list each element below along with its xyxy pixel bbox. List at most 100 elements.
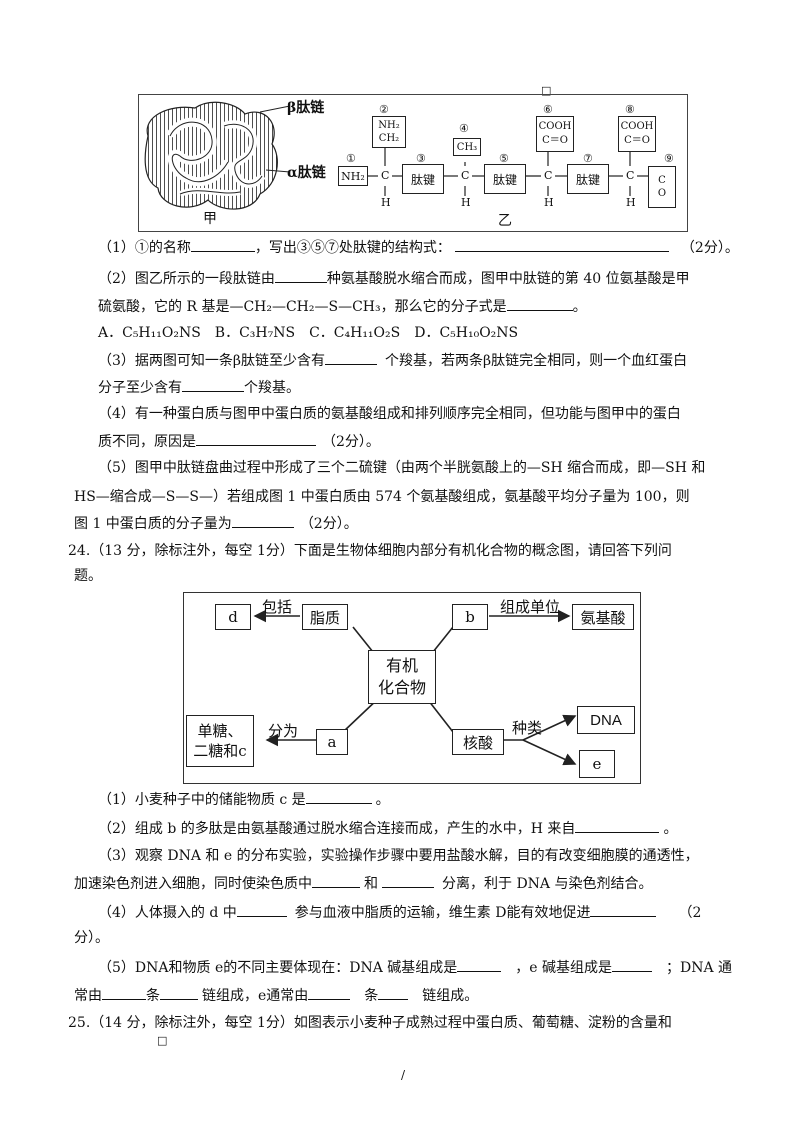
q24-7-blank-1[interactable] [457, 957, 502, 972]
marker-6: ⑥ [543, 103, 553, 116]
edge-label-unit: 组成单位 [500, 598, 561, 616]
node-e: e [579, 750, 615, 778]
q23-8-score: （2分）。 [322, 434, 380, 450]
q24-8-blank-2[interactable] [160, 985, 198, 1000]
q24-4-text-a: 加速染色剂进入细胞，同时使染色质中 [74, 876, 312, 892]
node-organic-line-2: 化合物 [377, 678, 426, 697]
atom-h-3: H [544, 196, 554, 209]
q23-options: A．C₅H₁₁O₂NS B．C₃H₇NS C．C₄H₁₁O₂S D．C₅H₁₀O… [98, 325, 519, 341]
r-group-8-cooh: COOH [620, 121, 654, 132]
q24-8-text-d: 条 [364, 988, 379, 1004]
q24-2-text-b: 。 [663, 821, 678, 837]
protein-figure [138, 94, 688, 232]
q24-5-text-b: 参与血液中脂质的运输，维生素 D能有效地促进 [294, 905, 591, 921]
node-d: d [215, 604, 251, 630]
alpha-chain-label: α肽链 [287, 165, 326, 181]
q23-2-text-b: 种氨基酸脱水缩合而成，图甲中肽链的第 40 位氨基酸是甲 [326, 271, 690, 287]
marker-7: ⑦ [583, 152, 593, 165]
r-group-4-box: CH₃ [453, 138, 481, 156]
q24-heading-1: 24.（13 分，除标注外，每空 1分）下面是生物体细胞内部分有机化合物的概念图… [68, 543, 672, 559]
atom-h-1: H [381, 196, 391, 209]
marker-8: ⑧ [625, 103, 635, 116]
node-organic-line-1: 有机 [385, 656, 418, 675]
node-lipid: 脂质 [302, 604, 348, 630]
bottom-marker: □ [157, 1034, 168, 1047]
q24-8-text-b: 条 [146, 988, 160, 1004]
q24-4-blank-1[interactable] [312, 873, 360, 888]
r-group-6-box: COOH C＝O [536, 116, 574, 152]
atom-c-4: C [626, 169, 635, 182]
q23-1-score: （2分）。 [680, 240, 739, 256]
q23-2-blank-kinds[interactable] [274, 268, 327, 283]
atom-h-4: H [626, 196, 636, 209]
r-group-2-box: NH₂ CH₂ [372, 116, 406, 148]
q24-7-text-b: ，e 碱基组成是 [515, 960, 613, 976]
q24-5-blank-2[interactable] [590, 902, 657, 917]
carboxyl-end-c: C [658, 175, 666, 186]
q24-5-text-a: （4）人体摄入的 d 中 [98, 905, 237, 921]
q24-1-text-b: 。 [375, 792, 390, 808]
q23-5-text-b: 个羧基，若两条β肽链完全相同，则一个血红蛋白 [385, 353, 688, 369]
q23-1-blank-structure[interactable] [454, 237, 669, 252]
q23-line-7: （4）有一种蛋白质与图甲中蛋白质的氨基酸组成和排列顺序完全相同，但功能与图甲中的… [98, 406, 681, 422]
node-organic-compound: 有机 化合物 [368, 650, 436, 704]
node-nucleic-acid: 核酸 [452, 729, 504, 755]
q24-line-1: （1）小麦种子中的储能物质 c 是。 [98, 789, 390, 810]
marker-1: ① [346, 152, 356, 165]
q24-line-4: 加速染色剂进入细胞，同时使染色质中和分离，利于 DNA 与染色剂结合。 [74, 873, 653, 894]
q23-line-3: 硫氨酸，它的 R 基是—CH₂—CH₂—S—CH₃，那么它的分子式是。 [98, 296, 587, 317]
r-group-6-cooh: COOH [538, 121, 572, 132]
q24-8-blank-3[interactable] [308, 985, 351, 1000]
r-group-2-nh2: NH₂ [378, 120, 400, 131]
hemoglobin-illustration [144, 101, 290, 210]
q24-4-text-c: 分离，利于 DNA 与染色剂结合。 [442, 876, 653, 892]
q24-7-blank-2[interactable] [612, 957, 653, 972]
q23-11-text-a: 图 1 中蛋白质的分子量为 [74, 516, 232, 532]
q24-8-text-e: 链组成。 [422, 988, 479, 1004]
q23-11-score: （2分）。 [299, 516, 358, 532]
q23-8-blank-reason[interactable] [196, 431, 316, 446]
q24-2-text-a: （2）组成 b 的多肽是由氨基酸通过脱水缩合连接而成，产生的水中，H 来自 [98, 821, 576, 837]
peptide-bond-5-box: 肽键 [484, 164, 526, 194]
beta-chain-label: β肽链 [287, 100, 325, 116]
q23-11-blank-mw[interactable] [231, 513, 294, 528]
page-footer: / [401, 1068, 406, 1082]
node-sugars-line-1: 单糖、 [197, 722, 243, 740]
q23-1-blank-name[interactable] [190, 237, 255, 252]
marker-2: ② [379, 103, 389, 116]
q23-5-blank-carboxyl[interactable] [325, 350, 378, 365]
marker-5: ⑤ [499, 152, 509, 165]
figure-jia-label: 甲 [203, 211, 217, 227]
node-amino-acid: 氨基酸 [572, 604, 634, 630]
q24-2-blank[interactable] [575, 818, 660, 833]
q23-1-text-b: ，写出③⑤⑦处肽键的结构式： [254, 240, 451, 256]
amino-group-box: NH₂ [338, 166, 368, 186]
q24-8-text-a: 常由 [74, 988, 102, 1004]
q23-3-blank-formula[interactable] [506, 296, 573, 311]
q24-5-text-c: （2 [678, 905, 702, 921]
atom-c-3: C [544, 169, 553, 182]
q23-line-9: （5）图甲中肽链盘曲过程中形成了三个二硫键（由两个半胱氨酸上的—SH 缩合而成，… [98, 460, 706, 476]
q24-8-text-c: 链组成，e通常由 [202, 988, 309, 1004]
q25-heading: 25.（14 分，除标注外，每空 1分）如图表示小麦种子成熟过程中蛋白质、葡萄糖… [68, 1015, 672, 1031]
node-a: a [316, 729, 348, 755]
figure-yi-label: 乙 [498, 213, 512, 229]
edge-label-divide: 分为 [268, 722, 299, 740]
top-marker: □ [541, 84, 552, 97]
marker-4: ④ [459, 122, 469, 135]
q24-1-blank[interactable] [305, 789, 372, 804]
q23-8-text-a: 质不同，原因是 [98, 434, 196, 450]
q24-8-blank-1[interactable] [102, 985, 146, 1000]
q23-line-2: （2）图乙所示的一段肽链由种氨基酸脱水缩合而成，图甲中肽链的第 40 位氨基酸是… [98, 268, 690, 289]
q24-5-blank-1[interactable] [236, 902, 287, 917]
q24-line-7: （5）DNA和物质 e的不同主要体现在：DNA 碱基组成是，e 碱基组成是；DN… [98, 957, 732, 978]
q23-6-blank-carboxyl[interactable] [182, 377, 244, 392]
q24-8-blank-4[interactable] [378, 985, 409, 1000]
q23-line-5: （3）据两图可知一条β肽链至少含有个羧基，若两条β肽链完全相同，则一个血红蛋白 [98, 350, 687, 371]
q24-4-blank-2[interactable] [382, 873, 434, 888]
q24-line-2: （2）组成 b 的多肽是由氨基酸通过脱水缩合连接而成，产生的水中，H 来自 。 [98, 818, 677, 839]
q23-3-text-a: 硫氨酸，它的 R 基是—CH₂—CH₂—S—CH₃，那么它的分子式是 [98, 299, 507, 315]
atom-c-1: C [381, 169, 390, 182]
q24-line-3: （3）观察 DNA 和 e 的分布实验，实验操作步骤中要用盐酸水解，目的有改变细… [98, 848, 699, 864]
r-group-6-co: C＝O [542, 135, 568, 146]
